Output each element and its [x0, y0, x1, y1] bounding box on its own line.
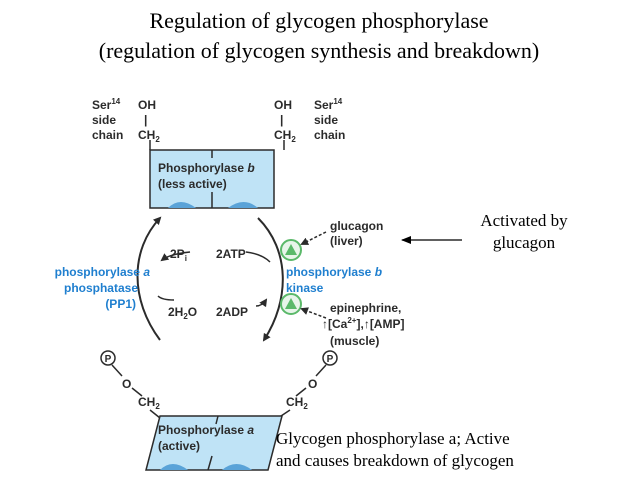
phosphorylase-b-label: Phosphorylase b — [158, 161, 255, 175]
left-phosphate-icon — [100, 350, 116, 366]
two-atp-label: 2ATP — [216, 247, 246, 261]
epinephrine-dashed-arrow — [300, 307, 327, 319]
active-note-line-1: Glycogen phosphorylase a; Active — [276, 429, 510, 448]
title-line-2: (regulation of glycogen synthesis and br… — [98, 38, 540, 63]
phosphatase-line-2: phosphatase — [64, 281, 138, 295]
phosphorylation-arrow — [257, 217, 284, 342]
active-subunit-dome-left — [160, 464, 188, 470]
activated-by-glucagon-note: Activated by glucagon — [464, 210, 584, 254]
two-h2o-label: 2H2O — [168, 305, 197, 321]
right-o-ch2-bond — [295, 387, 307, 397]
active-bottom-divider-stub — [207, 455, 213, 471]
left-ch2-label: CH2 — [138, 128, 160, 144]
phosphorylase-b-enzyme: Phosphorylase b (less active) Ser14 side… — [92, 97, 345, 209]
kinase-line-2: kinase — [286, 281, 324, 295]
right-ch2-label: CH2 — [274, 128, 296, 144]
phosphatase-enzyme-label: phosphorylase a phosphatase (PP1) — [55, 265, 151, 311]
active-form-note: Glycogen phosphorylase a; Active and cau… — [276, 428, 606, 472]
left-ser14-label: Ser14 — [92, 97, 121, 112]
right-oh-label: OH — [274, 98, 292, 112]
atp-uptake-curve — [245, 251, 271, 263]
phosphorylase-a-activity: (active) — [158, 439, 200, 453]
reaction-cycle — [136, 216, 284, 342]
phosphatase-line-3: (PP1) — [105, 297, 136, 311]
pi-release-arrow — [160, 251, 191, 262]
right-p-o-bond — [315, 364, 327, 377]
title-line-1: Regulation of glycogen phosphorylase — [149, 8, 489, 33]
kinase-line-1: phosphorylase b — [286, 265, 382, 279]
right-chain-label: chain — [314, 128, 345, 142]
left-p-o-bond — [111, 364, 123, 377]
left-o-label: O — [122, 377, 131, 391]
left-ch2-enzyme-bond — [149, 409, 161, 419]
right-ser14-label: Ser14 — [314, 97, 343, 112]
right-o-label: O — [308, 377, 317, 391]
left-phosphate-symbol: P — [105, 354, 112, 365]
h2o-uptake-curve — [157, 295, 175, 301]
calcium-amp-label: ↑[Ca2+],↑[AMP] — [322, 316, 404, 331]
right-phosphate-symbol: P — [327, 354, 334, 365]
two-adp-label: 2ADP — [216, 305, 248, 319]
right-bottom-ch2-label: CH2 — [286, 395, 308, 411]
left-bottom-ch2-label: CH2 — [138, 395, 160, 411]
active-top-divider-stub — [215, 415, 219, 425]
right-phosphate-icon — [322, 350, 338, 366]
epinephrine-label: epinephrine, — [330, 301, 401, 315]
two-pi-label: 2Pi — [170, 247, 187, 263]
phosphorylase-a-box — [145, 415, 283, 471]
right-bond-glyph: | — [280, 113, 283, 127]
glucagon-dashed-arrow — [300, 231, 327, 245]
phosphorylase-a-label: Phosphorylase a — [158, 423, 254, 437]
phosphorylase-b-activity: (less active) — [158, 177, 227, 191]
subunit-dome-left — [168, 202, 196, 208]
subunit-dome-right — [228, 202, 258, 208]
phosphatase-line-1: phosphorylase a — [55, 265, 151, 279]
activator-triangle-upper — [285, 244, 297, 255]
epinephrine-activator-icon — [280, 293, 302, 315]
muscle-label: (muscle) — [330, 334, 379, 348]
dephosphorylation-arrow — [136, 216, 162, 341]
activator-triangle-lower — [285, 298, 297, 309]
kinase-enzyme-label: phosphorylase b kinase — [286, 265, 382, 295]
left-oh-label: OH — [138, 98, 156, 112]
left-bond-glyph: | — [144, 113, 147, 127]
left-side-label: side — [92, 113, 116, 127]
active-note-line-2: and causes breakdown of glycogen — [276, 451, 514, 470]
liver-label: (liver) — [330, 234, 363, 248]
right-side-label: side — [314, 113, 338, 127]
adp-release-arrow — [255, 298, 268, 308]
glucagon-label: glucagon — [330, 219, 383, 233]
glucagon-activator-icon — [280, 239, 302, 261]
left-o-ch2-bond — [131, 387, 143, 397]
left-chain-label: chain — [92, 128, 123, 142]
active-subunit-dome-right — [222, 464, 252, 470]
activated-note-line-2: glucagon — [492, 233, 556, 252]
activated-note-line-1: Activated by — [480, 211, 568, 230]
phosphorylase-a-enzyme: P O CH2 P O CH2 Phosphorylase a (active) — [100, 350, 338, 471]
